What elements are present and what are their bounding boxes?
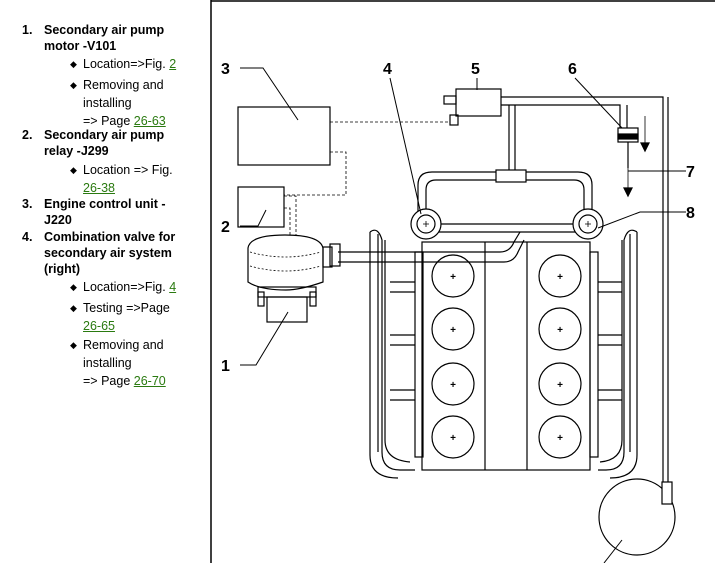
bullet-icon: ◆ (70, 340, 77, 350)
svg-text:6: 6 (568, 61, 577, 78)
svg-text:5: 5 (471, 61, 480, 78)
relay-box (237, 186, 285, 228)
sub-item-page: => Page 26-63 (83, 114, 166, 128)
svg-text:3: 3 (221, 61, 230, 78)
filter-6-band (617, 133, 639, 140)
exhaust-manifold-left (369, 229, 415, 479)
sub-item-page: => Page 26-70 (83, 374, 166, 388)
valve-5-lower-port (449, 114, 459, 126)
link-fig[interactable]: 4 (169, 280, 177, 294)
crossing-pipes (338, 223, 578, 263)
item-number: 3. (22, 197, 33, 211)
vacuum-lines (501, 96, 669, 485)
sub-item-link: 26-38 (83, 179, 213, 197)
item-title: Secondary air pump relay -J299 (44, 128, 165, 158)
item-title: Secondary air pump motor -V101 (44, 23, 165, 53)
svg-text:+: + (557, 272, 563, 283)
bullet-icon: ◆ (70, 59, 77, 69)
bullet-icon: ◆ (70, 282, 77, 292)
svg-text:+: + (450, 272, 456, 283)
cylinder-marks: + + + + + + + + (450, 272, 563, 444)
valve-5-port (443, 95, 457, 105)
vacuum-reservoir (598, 478, 676, 556)
svg-text:+: + (557, 380, 563, 391)
item-number: 4. (22, 230, 33, 244)
component-list: 1. Secondary air pump motor -V101 ◆ Loca… (0, 0, 205, 563)
bullet-icon: ◆ (70, 80, 77, 90)
svg-text:+: + (450, 325, 456, 336)
cylinders (431, 254, 582, 459)
link-fig[interactable]: 2 (169, 57, 177, 71)
item-title: Combination valve for secondary air syst… (44, 230, 176, 276)
svg-text:7: 7 (686, 164, 695, 181)
engine-control-unit-box (237, 106, 331, 166)
bullet-icon: ◆ (70, 165, 77, 175)
bullet-icon: ◆ (70, 303, 77, 313)
item-title: Engine control unit - J220 (44, 197, 166, 227)
svg-text:4: 4 (383, 61, 392, 78)
svg-text:+: + (557, 325, 563, 336)
svg-text:+: + (450, 433, 456, 444)
svg-text:+: + (557, 433, 563, 444)
link-page[interactable]: 26-65 (83, 319, 115, 333)
item-number: 2. (22, 128, 33, 142)
link-fig[interactable]: 26-38 (83, 181, 115, 195)
svg-text:2: 2 (221, 219, 230, 236)
exhaust-manifold-right (598, 229, 638, 479)
engine-block (421, 241, 591, 471)
leader-lines (240, 67, 686, 564)
valve-5-box (455, 88, 502, 117)
upper-pipe-loop (417, 169, 593, 216)
sub-item-link: 26-65 (83, 317, 213, 335)
wiring-dashed (284, 121, 448, 240)
svg-text:+: + (450, 380, 456, 391)
link-page[interactable]: 26-63 (133, 114, 166, 128)
svg-text:8: 8 (686, 205, 695, 222)
link-page[interactable]: 26-70 (133, 374, 166, 388)
secondary-air-pump (247, 234, 341, 323)
item-number: 1. (22, 23, 33, 37)
callout-labels: 3 2 1 4 5 6 7 8 (221, 61, 695, 375)
svg-text:1: 1 (221, 358, 230, 375)
secondary-air-diagram: + + + + + + + + 3 2 1 4 5 6 7 (210, 0, 715, 564)
